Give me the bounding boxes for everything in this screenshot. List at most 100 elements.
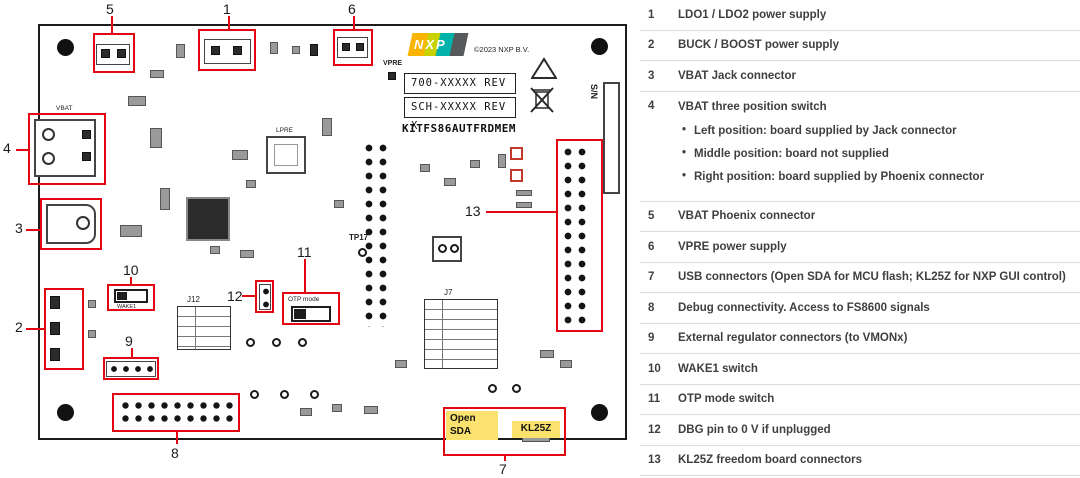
vpre-connector-footprint: [337, 37, 368, 58]
component: [364, 406, 378, 414]
component: [270, 42, 278, 54]
pin-header: [108, 363, 156, 375]
callout-number-13: 13: [465, 203, 481, 219]
component: [150, 128, 162, 148]
vpre-label: VPRE: [383, 60, 403, 67]
test-point: [246, 338, 255, 347]
component: [395, 360, 407, 368]
test-point: [512, 384, 521, 393]
callout-leader: [353, 16, 355, 29]
component: [128, 96, 146, 106]
callout-box-11: [282, 292, 340, 325]
solder-pad: [233, 46, 242, 55]
callout-box-5: [93, 33, 135, 73]
component: [420, 164, 430, 172]
solder-pad: [342, 43, 350, 51]
component: [332, 404, 342, 412]
solder-pad: [82, 130, 91, 139]
legend-row-number: 4: [648, 99, 655, 112]
callout-box-3: [40, 198, 102, 250]
legend-row-text: LDO1 / LDO2 power supply: [678, 8, 827, 21]
mounting-hole: [57, 39, 74, 56]
j7-connector-table: [424, 299, 498, 369]
legend-row: 5 VBAT Phoenix connector: [640, 202, 1080, 232]
edge-connector: [603, 82, 620, 194]
component: [246, 180, 256, 188]
lpre-label: LPRE: [276, 127, 293, 134]
legend-row-number: 11: [648, 393, 661, 406]
tp17-label: TP17: [349, 233, 369, 242]
callout-box-4: [28, 113, 106, 185]
legend-row: 13 KL25Z freedom board connectors: [640, 446, 1080, 476]
test-point: [358, 248, 367, 257]
callout-leader: [486, 211, 556, 213]
callout-leader: [242, 295, 255, 297]
component: [540, 350, 554, 358]
callout-box-2: [44, 288, 84, 370]
legend-bullet: Middle position: board not supplied: [682, 147, 984, 160]
callout-number-9: 9: [125, 333, 133, 349]
component: [470, 160, 480, 168]
vbat-label: VBAT: [56, 105, 73, 112]
connector-pad: [42, 152, 55, 165]
legend-row: 7 USB connectors (Open SDA for MCU flash…: [640, 263, 1080, 293]
legend-row: 10 WAKE1 switch: [640, 354, 1080, 385]
component: [444, 178, 456, 186]
legend-row: 1 LDO1 / LDO2 power supply: [640, 0, 1080, 31]
switch-actuator: [117, 292, 127, 300]
callout-leader: [304, 259, 306, 292]
callout-leader: [130, 277, 132, 284]
component: [160, 188, 170, 210]
callout-box-1: [198, 29, 256, 71]
callout-box-6: [333, 29, 373, 66]
legend-row: 9 External regulator connectors (to VMON…: [640, 324, 1080, 354]
wake1-label: WAKE1: [117, 304, 137, 310]
legend-row-text: VBAT Jack connector: [678, 69, 797, 82]
callout-leader: [16, 149, 28, 151]
legend-row-text: VPRE power supply: [678, 240, 787, 253]
legend-table: 1 LDO1 / LDO2 power supply 2 BUCK / BOOS…: [640, 0, 1080, 478]
legend-row-number: 6: [648, 240, 655, 253]
legend-row-number: 9: [648, 332, 655, 345]
component: [88, 330, 96, 338]
callout-number-8: 8: [171, 445, 179, 461]
component: [232, 150, 248, 160]
mounting-hole: [591, 38, 608, 55]
callout-leader: [131, 348, 133, 357]
legend-bullet: Right position: board supplied by Phoeni…: [682, 170, 984, 183]
legend-row: 12 DBG pin to 0 V if unplugged: [640, 415, 1080, 446]
legend-row-text: USB connectors (Open SDA for MCU flash; …: [678, 271, 1066, 284]
j12-connector-table: [177, 306, 231, 350]
nxp-logo: NXP: [407, 33, 469, 56]
regulator-pad: [50, 322, 60, 335]
component: [210, 246, 220, 254]
legend-row-text: KL25Z freedom board connectors: [678, 454, 863, 467]
component: [516, 202, 532, 208]
solder-pad: [101, 49, 110, 58]
legend-row-text: Debug connectivity. Access to FS8600 sig…: [678, 301, 930, 314]
test-point: [438, 244, 447, 253]
callout-number-11: 11: [297, 244, 312, 260]
legend-row-text: VBAT Phoenix connector: [678, 210, 816, 223]
legend-bullet-list: Left position: board supplied by Jack co…: [678, 124, 984, 183]
legend-row-text: DBG pin to 0 V if unplugged: [678, 423, 831, 436]
component: [240, 250, 254, 258]
component: [388, 72, 396, 80]
led: [510, 147, 523, 160]
callout-number-10: 10: [123, 262, 139, 278]
legend-row-text: VBAT three position switch: [678, 100, 827, 113]
test-point: [280, 390, 289, 399]
debug-pin-header: [119, 399, 236, 426]
regulator-pad: [50, 348, 60, 361]
legend-row-number: 1: [648, 8, 655, 21]
switch-actuator: [294, 309, 306, 319]
component: [322, 118, 332, 136]
callout-number-4: 4: [3, 140, 11, 156]
legend-row-number: 2: [648, 39, 655, 52]
callout-leader: [504, 456, 506, 461]
component: [88, 300, 96, 308]
led: [510, 169, 523, 182]
legend-row: 4 VBAT three position switch Left positi…: [640, 92, 1080, 202]
mounting-hole: [591, 404, 608, 421]
legend-row-number: 13: [648, 454, 661, 467]
